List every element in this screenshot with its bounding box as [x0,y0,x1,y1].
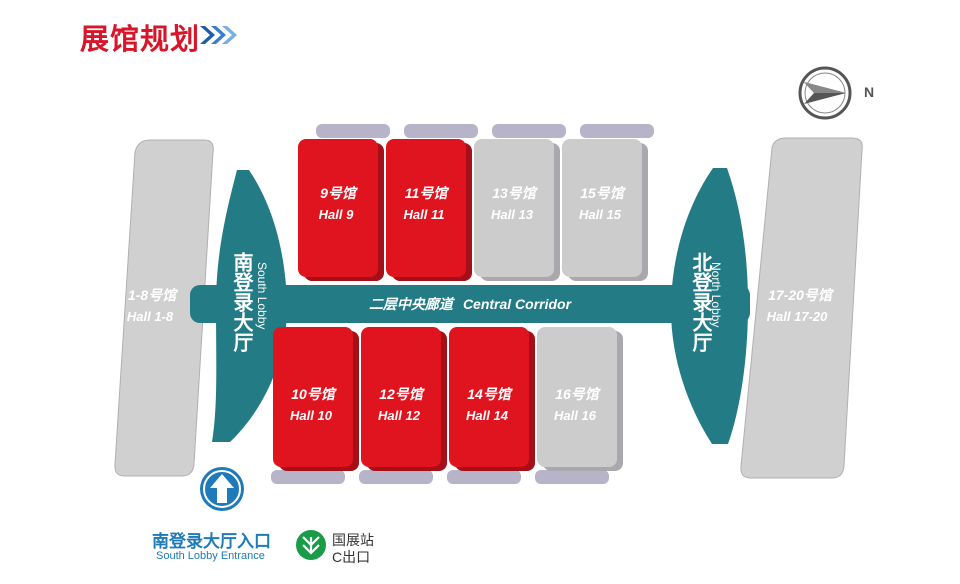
north-lobby-label-en: North Lobby [709,262,723,327]
south-lobby-label-cn: 南登录大厅 [230,252,254,353]
hall-16-roof [535,470,609,484]
metro-exit-label: C出口 [332,549,371,565]
north-lobby[interactable]: 北登录大厅 North Lobby [670,168,748,444]
corridor-label-en: Central Corridor [463,296,573,312]
page-title: 展馆规划 [80,24,201,56]
metro-station-label: 国展站 [332,532,374,548]
hall-12-block [361,327,441,467]
hall-11-roof [404,124,478,138]
entrance-label-en: South Lobby Entrance [156,550,265,562]
hall-14-roof [447,470,521,484]
hall-13-block [474,139,554,277]
hall-15-roof [580,124,654,138]
hall-9-block [298,139,378,277]
south-lobby-label-en: South Lobby [255,262,269,329]
compass-north-label: N [864,84,875,100]
up-arrow-icon[interactable] [200,467,244,511]
hall-11-block [386,139,466,277]
bottom-halls-row: 10号馆 Hall 10 12号馆 Hall 12 14号馆 Hall 14 16号馆 Hal… [271,327,623,484]
hall-16-label-cn: 16号馆 [555,386,602,402]
hall-17-20-label-en: Hall 17-20 [767,309,828,324]
hall-11-label-cn: 11号馆 [405,185,451,201]
hall-11[interactable]: 11号馆 Hall 11 [386,124,478,281]
hall-16-block [537,327,617,467]
hall-10[interactable]: 10号馆 Hall 10 [271,327,359,484]
hall-9[interactable]: 9号馆 Hall 9 [298,124,390,281]
hall-9-label-cn: 9号馆 [320,185,359,201]
hall-15-label-en: Hall 15 [579,207,622,222]
compass-north-icon [798,66,852,120]
hall-9-roof [316,124,390,138]
hall-14-label-en: Hall 14 [466,408,509,423]
hall-13-label-en: Hall 13 [491,207,534,222]
hall-12-label-cn: 12号馆 [379,386,426,402]
hall-14[interactable]: 14号馆 Hall 14 [447,327,535,484]
south-lobby[interactable]: 南登录大厅 South Lobby [212,170,288,442]
hall-1-8-label-en: Hall 1-8 [127,309,174,324]
north-lobby-label-cn: 北登录大厅 [689,252,713,353]
hall-10-label-en: Hall 10 [290,408,333,423]
hall-13-label-cn: 13号馆 [492,185,539,201]
triple-chevron-icon [200,26,237,44]
hall-14-block [449,327,529,467]
top-halls-row: 9号馆 Hall 9 11号馆 Hall 11 13号馆 Hall 13 15号馆 Hall … [298,124,654,281]
hall-1-8-label-cn: 1-8号馆 [128,287,179,303]
hall-11-label-en: Hall 11 [404,207,445,222]
hall-17-20[interactable]: 17-20号馆 Hall 17-20 [740,137,863,479]
hall-9-label-en: Hall 9 [319,207,354,222]
hall-16[interactable]: 16号馆 Hall 16 [535,327,623,484]
hall-15[interactable]: 15号馆 Hall 15 [562,124,654,281]
hall-13-roof [492,124,566,138]
corridor-label-cn: 二层中央廊道 [369,296,456,312]
hall-12[interactable]: 12号馆 Hall 12 [359,327,447,484]
hall-1-8[interactable]: 1-8号馆 Hall 1-8 [114,139,214,477]
hall-10-label-cn: 10号馆 [291,386,338,402]
hall-10-block [273,327,353,467]
hall-15-label-cn: 15号馆 [580,185,627,201]
hall-12-label-en: Hall 12 [378,408,421,423]
hall-15-block [562,139,642,277]
hall-10-roof [271,470,345,484]
central-corridor: 二层中央廊道 Central Corridor [190,285,750,323]
metro-logo-icon [296,530,326,560]
hall-17-20-label-cn: 17-20号馆 [768,287,835,303]
hall-13[interactable]: 13号馆 Hall 13 [474,124,566,281]
entrance-label-cn: 南登录大厅入口 [152,532,271,551]
hall-16-label-en: Hall 16 [554,408,597,423]
hall-12-roof [359,470,433,484]
hall-14-label-cn: 14号馆 [467,386,514,402]
